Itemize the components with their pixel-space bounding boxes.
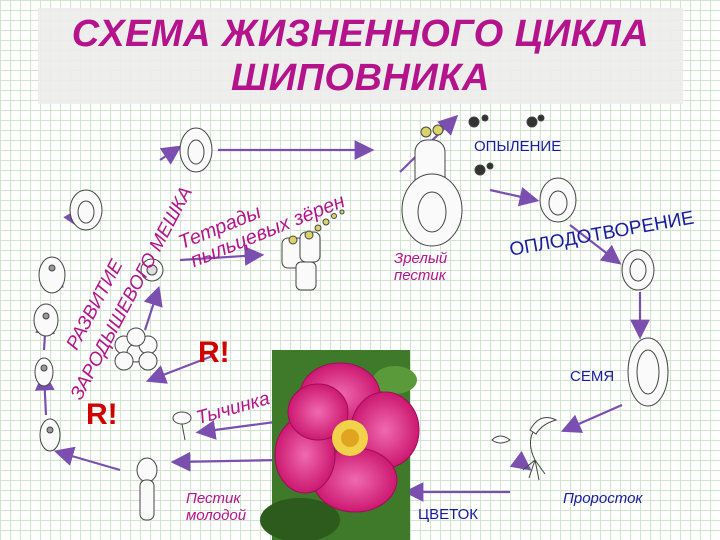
mature-pistil-line-1: Зрелый xyxy=(394,250,448,267)
stamen-sketch xyxy=(172,411,192,441)
title-line-1: СХЕМА ЖИЗНЕННОГО ЦИКЛА xyxy=(71,13,650,55)
ovule-top xyxy=(179,127,213,173)
arrow-flower-to-meiosis xyxy=(145,353,216,384)
fertilization-cell xyxy=(539,177,577,223)
meiosis-mark-upper: R! xyxy=(198,336,230,369)
embryo-sac-cell-5 xyxy=(69,189,103,231)
label-sprout: Проросток xyxy=(563,490,643,507)
anther-tetrads xyxy=(281,209,345,291)
arrow-seed-to-sprout xyxy=(560,403,623,433)
embryo-sac-cell-1 xyxy=(39,418,61,452)
mature-pistil-sketch xyxy=(401,124,463,247)
embryo-sac-cell-4 xyxy=(38,256,66,294)
arrow-to-fertilization xyxy=(489,186,540,207)
page-title: СХЕМА ЖИЗНЕННОГО ЦИКЛА ШИПОВНИКА xyxy=(38,12,683,100)
label-flower: ЦВЕТОК xyxy=(418,506,478,523)
meiosis-mark-lower: R! xyxy=(86,398,118,431)
young-pistil-line-2: молодой xyxy=(186,507,247,524)
label-seed: СЕМЯ xyxy=(570,368,615,385)
embryo-sac-cell-2 xyxy=(34,357,54,387)
arrow-pistil-up xyxy=(53,446,121,472)
arrow-fert-to-seed xyxy=(569,224,622,265)
sprout-sketch xyxy=(491,417,558,461)
arrow-flower-to-pistil xyxy=(170,451,283,472)
title-panel xyxy=(38,8,683,104)
seedling-roots xyxy=(522,459,546,481)
embryo-sac-cell-3 xyxy=(33,303,59,337)
arrow-to-top-cell xyxy=(159,145,182,165)
label-young-pistil: Пестик молодой xyxy=(186,490,246,524)
pollen-mother-cells xyxy=(114,258,164,371)
seed-sketch xyxy=(627,337,669,407)
young-pistil-sketch xyxy=(136,457,158,521)
developing-seed-cell xyxy=(621,249,655,291)
title-line-2: ШИПОВНИКА xyxy=(231,57,490,99)
arrow-tetrad-up xyxy=(143,285,163,331)
mature-pistil-line-2: пестик xyxy=(394,267,446,284)
label-pollination: ОПЫЛЕНИЕ xyxy=(474,138,562,155)
rose-flower-image xyxy=(260,350,420,540)
label-mature-pistil: Зрелый пестик xyxy=(394,250,447,284)
arrow-tetrad-tetrads xyxy=(179,246,265,266)
pollinator-insects xyxy=(468,114,545,176)
young-pistil-line-1: Пестик xyxy=(186,490,241,507)
